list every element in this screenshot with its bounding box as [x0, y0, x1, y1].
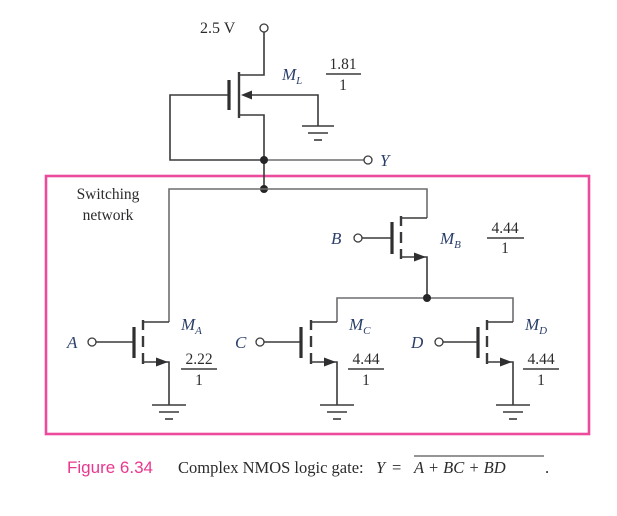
switching-network-label-line2: network: [83, 207, 134, 224]
transistor-ma: A MA 2.22 1: [66, 315, 217, 420]
ma-input-label: A: [66, 333, 78, 352]
ml-source-wire: [239, 114, 265, 160]
ma-ground-icon: [152, 404, 186, 420]
ml-body-ground-icon: [302, 125, 334, 141]
caption-text: Complex NMOS logic gate:: [178, 458, 364, 477]
ma-ratio-den: 1: [195, 372, 203, 389]
md-ratio-den: 1: [537, 372, 545, 389]
network-top-rail: [168, 188, 428, 322]
ml-ratio-den: 1: [339, 77, 347, 94]
switching-network-label-line1: Switching: [77, 186, 140, 203]
mb-ratio-den: 1: [501, 240, 509, 257]
mb-name: MB: [439, 229, 461, 251]
transistor-md: D MD 4.44 1: [410, 315, 559, 420]
mb-input-terminal: [353, 233, 363, 243]
output-terminal: [363, 155, 373, 165]
mb-input-label: B: [331, 229, 342, 248]
ml-ratio-num: 1.81: [329, 56, 356, 73]
mid-node-dot: [423, 294, 431, 302]
caption-eq-equals: =: [392, 458, 401, 477]
md-ground-icon: [496, 404, 530, 420]
md-input-label: D: [410, 333, 424, 352]
mc-input-label: C: [235, 333, 247, 352]
caption-eq-lhs: Y: [376, 458, 387, 477]
mc-source-arrow-icon: [324, 357, 336, 367]
caption-eq-rhs: A + BC + BD: [413, 458, 506, 477]
network-mid-rail: [336, 297, 514, 322]
mc-ratio-den: 1: [362, 372, 370, 389]
md-ratio-num: 4.44: [527, 351, 554, 368]
ma-source-wire: [143, 361, 170, 405]
md-source-arrow-icon: [500, 357, 512, 367]
mc-ground-icon: [320, 404, 354, 420]
ml-body-arrow-icon: [241, 90, 252, 100]
transistor-mc: C MC 4.44 1: [235, 315, 384, 420]
caption-figure-label: Figure 6.34: [67, 458, 153, 477]
ma-ratio-num: 2.22: [185, 351, 212, 368]
transistor-mb: B MB 4.44 1: [331, 216, 524, 298]
transistor-ml: 2.5 V ML 1.81 1: [169, 20, 361, 161]
md-name: MD: [524, 315, 547, 337]
caption-eq-end: .: [545, 458, 549, 477]
figure-caption: Figure 6.34 Complex NMOS logic gate: Y =…: [67, 455, 549, 477]
mc-name: MC: [348, 315, 371, 337]
mb-source-arrow-icon: [414, 252, 426, 262]
supply-voltage-label: 2.5 V: [200, 20, 236, 37]
ml-gate-wire: [169, 94, 264, 161]
md-source-wire: [487, 361, 514, 405]
ma-name: MA: [180, 315, 202, 337]
output-label: Y: [380, 151, 391, 170]
mc-source-wire: [311, 361, 338, 405]
ml-body-wire: [250, 94, 319, 126]
ma-source-arrow-icon: [156, 357, 168, 367]
ml-drain-wire: [239, 32, 265, 76]
md-input-terminal: [434, 337, 444, 347]
supply-terminal: [259, 23, 269, 33]
ml-name: ML: [281, 65, 302, 87]
ma-input-terminal: [87, 337, 97, 347]
mc-input-terminal: [255, 337, 265, 347]
mb-source-wire: [401, 256, 428, 298]
mb-ratio-num: 4.44: [491, 220, 518, 237]
mc-ratio-num: 4.44: [352, 351, 379, 368]
switching-network-box: [44, 174, 591, 436]
output-node-dot: [260, 156, 268, 164]
